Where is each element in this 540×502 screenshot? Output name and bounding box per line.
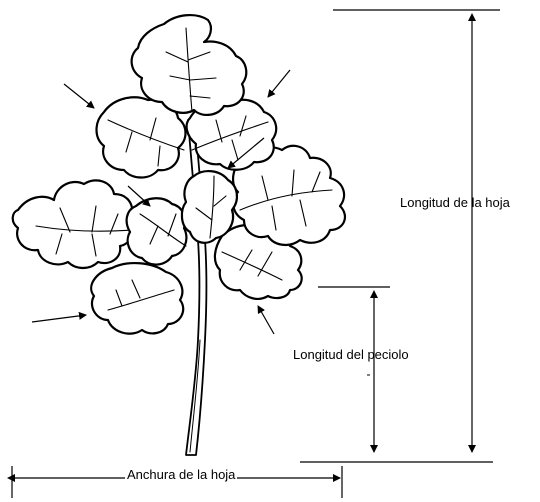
arrow-pointer-2 [268,70,290,97]
arrow-pointer-6 [258,306,274,334]
leaflet-lower-left [91,263,183,334]
leaf-length-label: Longitud de la hoja [400,195,510,210]
compound-leaf-illustration [13,15,345,455]
leaflet-left [13,180,134,268]
dimension-petiole-length [318,287,390,452]
arrow-pointer-5 [32,315,86,322]
leaflet-middle-left [127,198,187,264]
petiole-length-label: Longitud del peciolo [293,347,409,362]
petiole [186,120,207,455]
dimension-leaf-length [300,10,500,462]
arrow-pointer-1 [64,84,94,108]
leaf-width-label: Anchura de la hoja [125,467,237,482]
